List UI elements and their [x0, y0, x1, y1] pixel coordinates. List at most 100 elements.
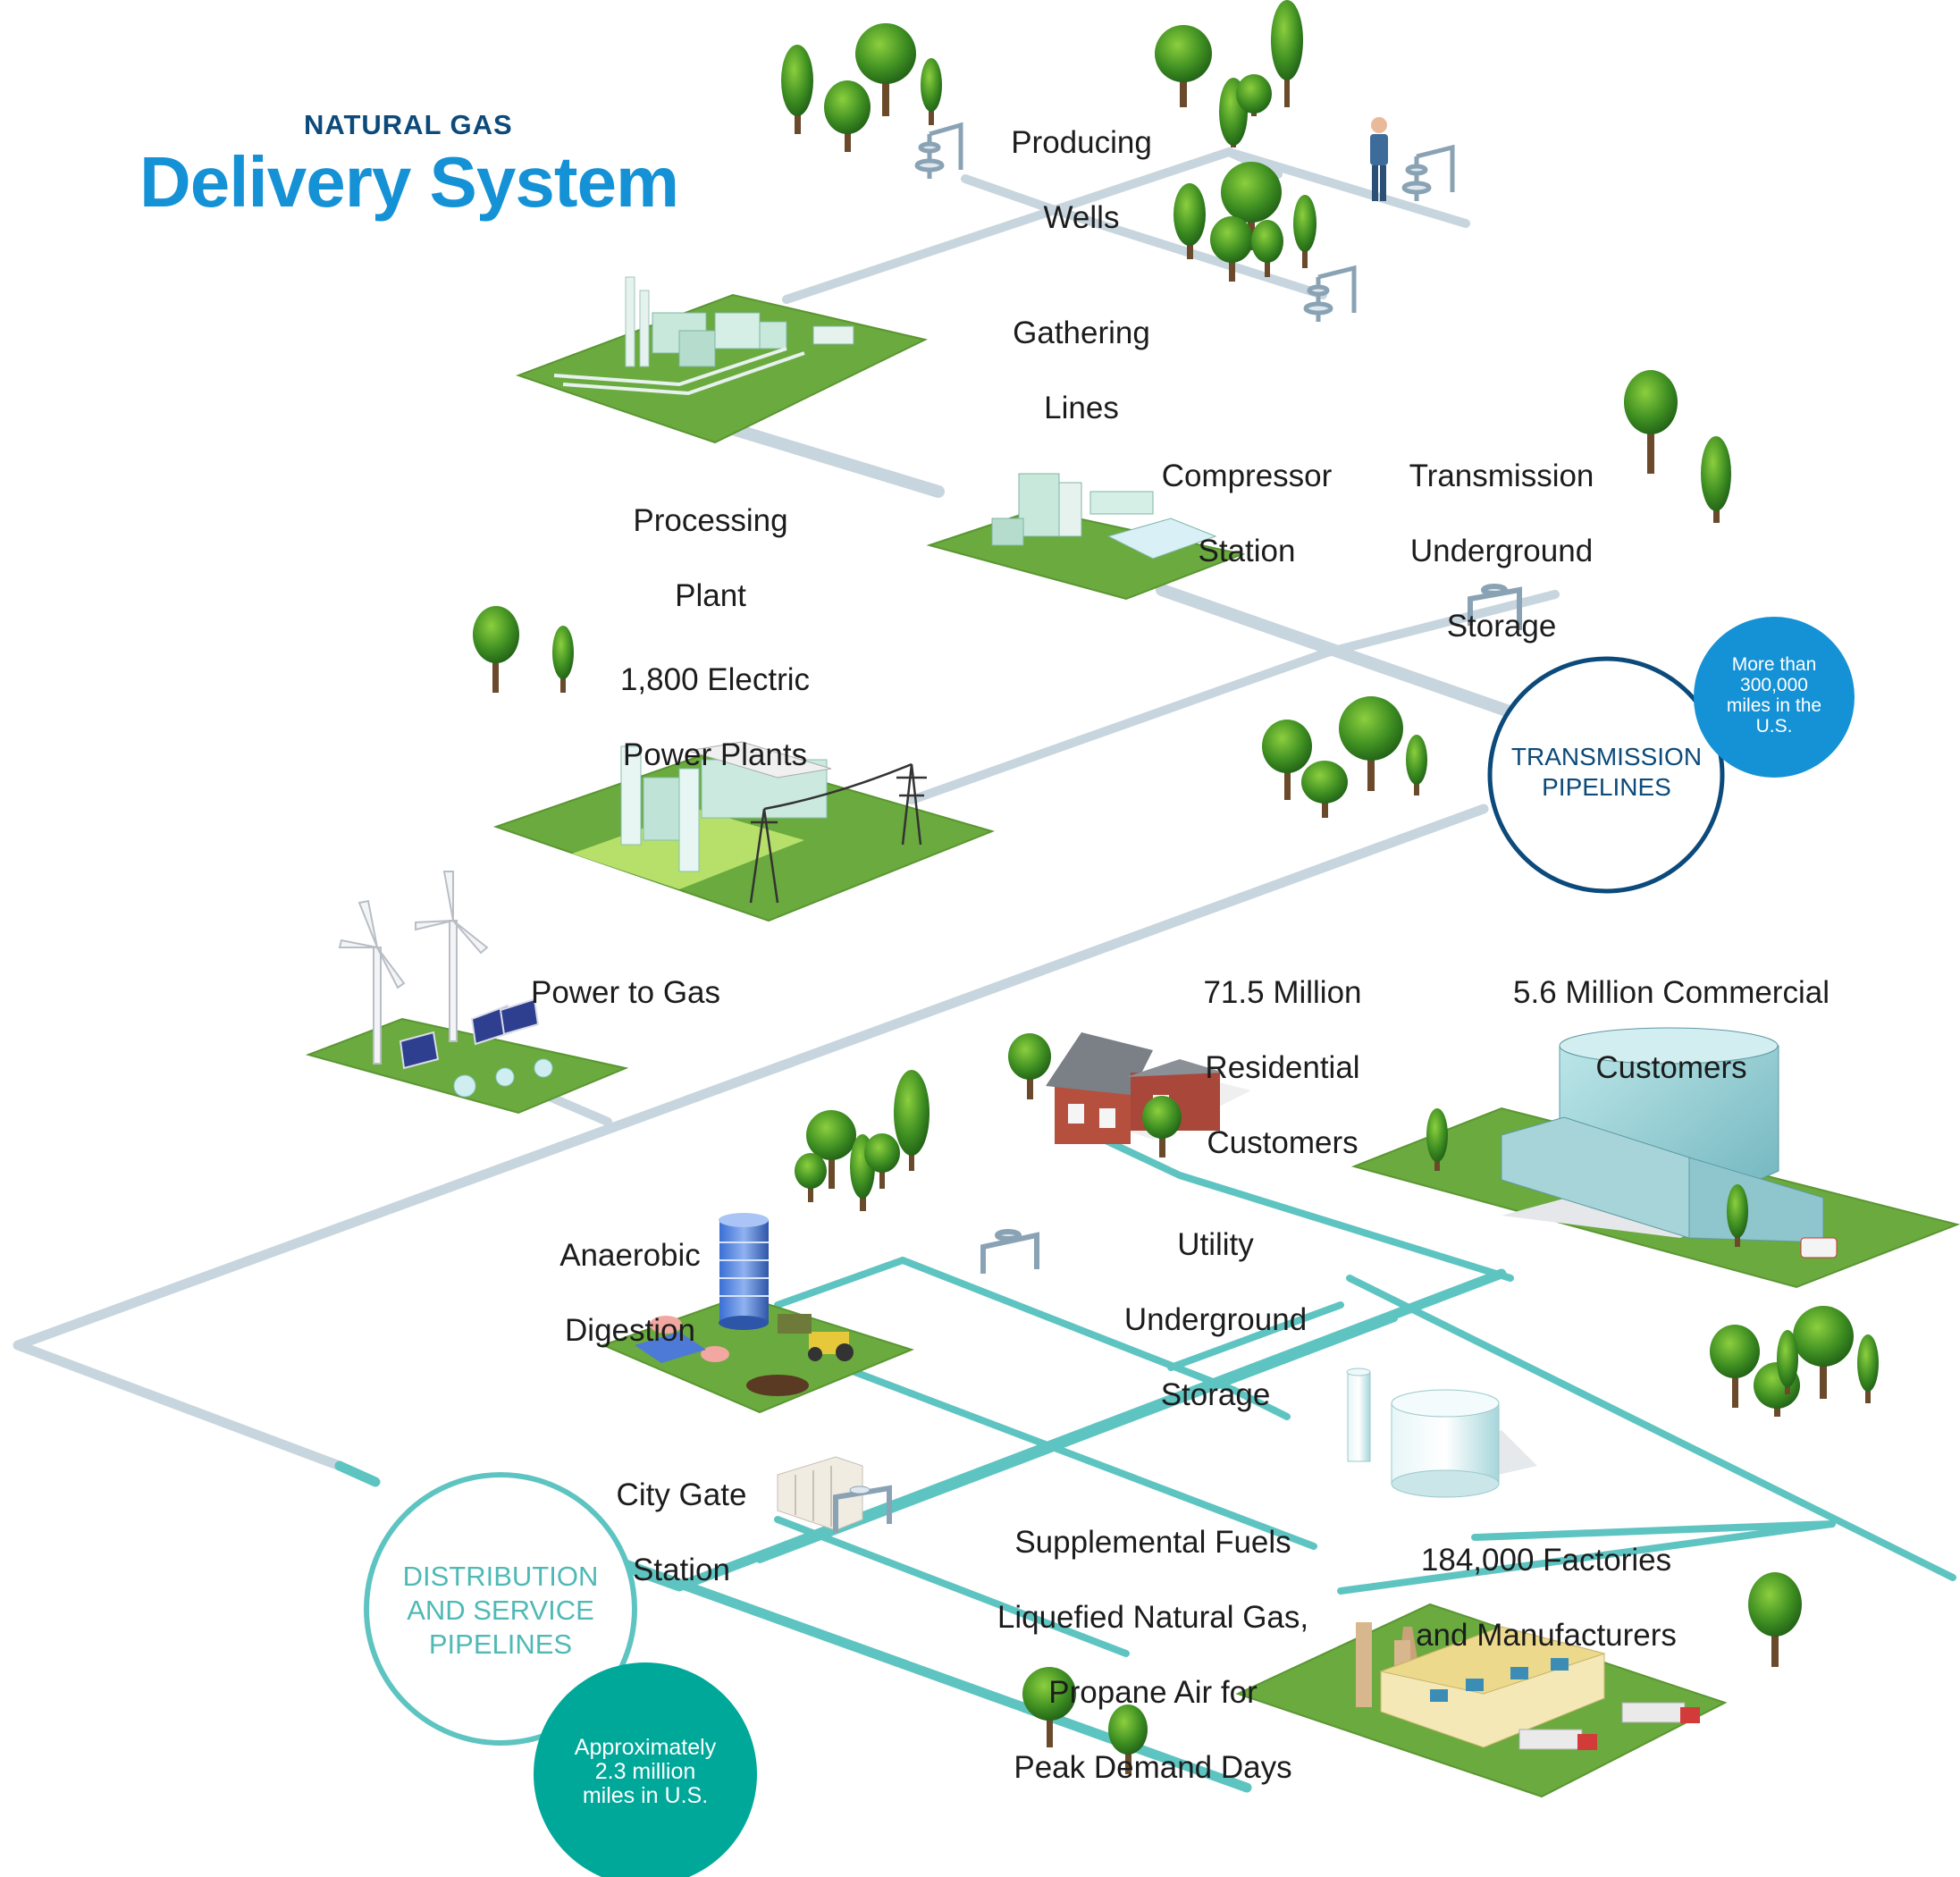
- label-gathering-lines: Gathering Lines: [1013, 316, 1150, 425]
- label-processing-plant: Processing Plant: [633, 503, 788, 613]
- tree: [855, 23, 916, 116]
- transmission-stat-circle: [1694, 617, 1855, 778]
- distribution-grid-3: [828, 1359, 1317, 1550]
- tree: [1271, 0, 1303, 107]
- distribution-grid-10: [1337, 1520, 1836, 1595]
- tree: [1236, 74, 1272, 116]
- tree: [864, 1133, 900, 1189]
- tree: [1727, 1184, 1748, 1247]
- tree: [552, 626, 574, 693]
- distribution-pipelines: [334, 1136, 1956, 1793]
- producing-wells: [914, 122, 1455, 322]
- tree: [1173, 183, 1206, 259]
- label-power-to-gas: Power to Gas: [530, 975, 721, 1010]
- distribution-grid-8: [1230, 1386, 1291, 1420]
- tree: [473, 606, 519, 693]
- distribution-main: [334, 1460, 381, 1487]
- tree: [1221, 162, 1282, 250]
- label-compressor-station: Compressor Station: [1161, 459, 1333, 568]
- distribution-grid-6: [1346, 1275, 1956, 1581]
- tree: [1301, 761, 1348, 818]
- factory-illustration: [1356, 1622, 1700, 1750]
- transmission-badge: [1487, 617, 1855, 894]
- tree: [1426, 1108, 1448, 1171]
- tree: [1793, 1306, 1854, 1399]
- supplemental-fuels-illustration: [1346, 1368, 1537, 1498]
- tree: [795, 1153, 827, 1202]
- solar-panels: [399, 997, 540, 1070]
- tree: [921, 58, 942, 125]
- label-anaerobic-digestion: Anaerobic Digestion: [559, 1238, 701, 1348]
- pylon: [749, 762, 927, 904]
- commercial-building-illustration: [1501, 1027, 1838, 1258]
- label-transmission-storage: Transmission Underground Storage: [1409, 459, 1594, 644]
- distribution-ring: [364, 1472, 637, 1746]
- label-commercial: 5.6 Million Commercial Customers: [1513, 975, 1830, 1085]
- utility-storage-valve: [980, 1229, 1039, 1274]
- electric-plant-line: [907, 648, 1332, 804]
- tree: [1293, 195, 1316, 268]
- tree: [1339, 696, 1403, 791]
- tree: [894, 1070, 930, 1171]
- distribution-grid-5: [774, 1257, 906, 1309]
- tree: [1406, 735, 1427, 795]
- tree: [1022, 1667, 1076, 1747]
- distribution-grid-9: [1471, 1520, 1836, 1541]
- label-utility-storage: Utility Underground Storage: [1123, 1227, 1308, 1412]
- distribution-grid-7: [1167, 1301, 1344, 1371]
- distribution-grid-1: [774, 1516, 1130, 1657]
- power-to-gas-line: [541, 1090, 612, 1126]
- label-residential: 71.5 Million Residential Customers: [1203, 975, 1362, 1160]
- transmission-stat: More than 300,000 miles in the U.S.: [1726, 654, 1822, 736]
- distribution-badge: [364, 1472, 757, 1877]
- wind-turbine: [338, 871, 489, 1065]
- tree: [1710, 1325, 1760, 1408]
- tree: [824, 80, 871, 152]
- wellhead: [914, 122, 963, 179]
- worker: [1370, 117, 1388, 201]
- tree: [1155, 25, 1212, 107]
- tree: [1108, 1704, 1148, 1774]
- tree: [1008, 1033, 1051, 1099]
- distribution-grid-2: [756, 1315, 1398, 1563]
- distribution-stat-circle: [534, 1662, 757, 1877]
- anaerobic-digestion-illustration: [635, 1213, 854, 1396]
- distribution-grid-11: [1100, 1136, 1514, 1282]
- electric-plant-illustration: [572, 741, 927, 904]
- wellhead: [1303, 265, 1357, 322]
- tree: [1701, 436, 1731, 523]
- tree: [1210, 216, 1253, 282]
- tree: [781, 45, 813, 134]
- transmission-pipelines: [13, 147, 1560, 1471]
- label-factories: 184,000 Factories and Manufacturers: [1416, 1543, 1677, 1653]
- tree: [806, 1110, 856, 1189]
- power-to-gas-ground: [305, 1017, 629, 1115]
- tree: [1624, 370, 1678, 474]
- tree: [1777, 1330, 1798, 1394]
- trunk-line-upper: [727, 423, 945, 498]
- tree: [1142, 1096, 1182, 1157]
- tree: [1748, 1572, 1802, 1667]
- wellhead: [1401, 144, 1455, 201]
- transmission-main: [13, 804, 1489, 1471]
- page-title: Delivery System: [139, 142, 679, 222]
- power-to-gas-illustration: [338, 871, 553, 1098]
- distribution-label: DISTRIBUTION AND SERVICE PIPELINES: [402, 1561, 599, 1660]
- tree: [1251, 220, 1283, 277]
- city-gate-station-illustration: [777, 1456, 892, 1533]
- transmission-storage-valve: [1468, 584, 1522, 630]
- compressor-station-illustration: [991, 473, 1217, 560]
- distribution-stat: Approximately 2.3 million miles in U.S.: [574, 1735, 717, 1808]
- tree: [1262, 720, 1312, 800]
- label-electric-power-plants: 1,800 Electric Power Plants: [619, 662, 811, 772]
- title-kicker: NATURAL GAS: [304, 109, 513, 140]
- tree: [1857, 1334, 1879, 1403]
- processing-plant-illustration: [553, 276, 854, 396]
- distribution-to-factories: [620, 1559, 1252, 1793]
- label-city-gate: City Gate Station: [616, 1477, 747, 1587]
- trees: [473, 0, 1879, 1774]
- transmission-label: TRANSMISSION PIPELINES: [1510, 743, 1703, 801]
- label-producing-wells: Producing Wells: [1011, 125, 1152, 235]
- transmission-ring: [1487, 656, 1725, 894]
